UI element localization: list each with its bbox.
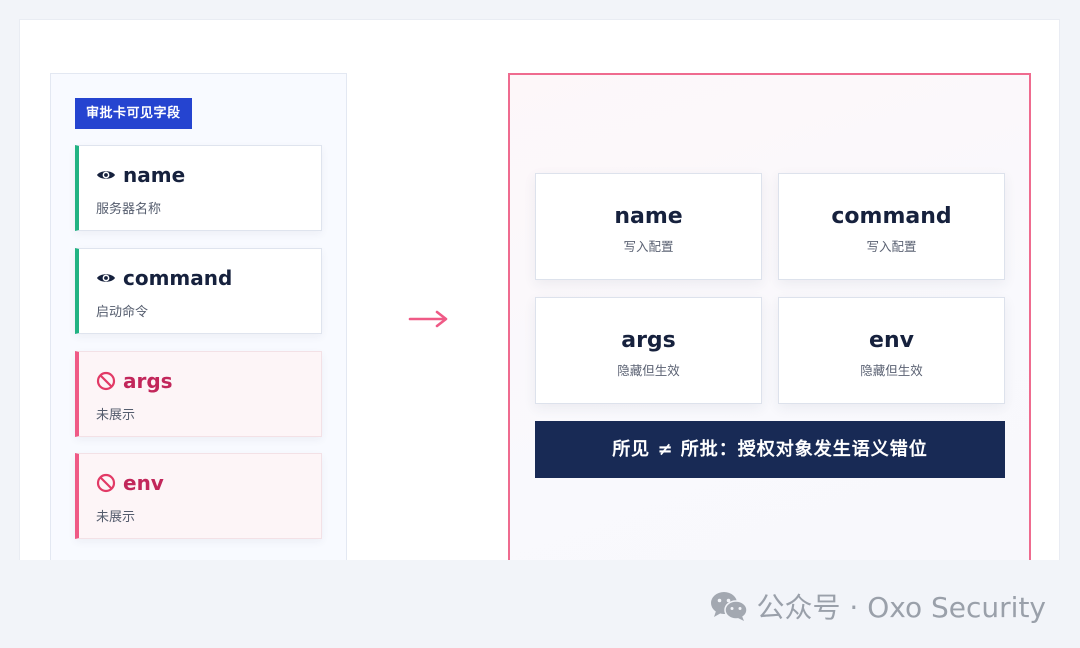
config-card-title: args xyxy=(621,328,676,353)
config-card-sub: 隐藏但生效 xyxy=(617,363,680,378)
field-name-label: name xyxy=(123,163,186,187)
eye-icon xyxy=(97,171,115,179)
config-card-env: env 隐藏但生效 xyxy=(778,297,1005,404)
field-command-label: command xyxy=(123,266,233,290)
config-card-args: args 隐藏但生效 xyxy=(535,297,762,404)
wechat-icon xyxy=(710,592,748,621)
field-card-command: command 启动命令 xyxy=(75,248,322,334)
config-card-sub: 写入配置 xyxy=(623,239,674,254)
diagram-canvas: 审批卡可见字段 name 服务器名称 command xyxy=(19,19,1060,560)
field-env-label: env xyxy=(123,471,164,495)
config-card-sub: 写入配置 xyxy=(866,239,917,254)
watermark: 公众号 · Oxo Security xyxy=(709,586,1046,626)
no-entry-icon xyxy=(96,473,116,493)
approval-card-panel: 审批卡可见字段 name 服务器名称 command xyxy=(50,73,347,560)
right-arrow-icon xyxy=(408,310,448,328)
config-card-title: command xyxy=(831,204,952,229)
approval-card-badge: 审批卡可见字段 xyxy=(75,98,192,129)
conclusion-banner: 所见 ≠ 所批：授权对象发生语义错位 xyxy=(535,421,1005,478)
config-card-command: command 写入配置 xyxy=(778,173,1005,280)
field-card-env: env 未展示 xyxy=(75,453,322,539)
field-card-name: name 服务器名称 xyxy=(75,145,322,231)
watermark-text: 公众号 · Oxo Security xyxy=(756,591,1046,624)
config-card-sub: 隐藏但生效 xyxy=(860,363,923,378)
no-entry-icon xyxy=(96,371,116,391)
config-card-title: env xyxy=(869,328,914,353)
field-card-args: args 未展示 xyxy=(75,351,322,437)
eye-icon xyxy=(97,274,115,282)
field-args-label: args xyxy=(123,369,173,393)
config-card-title: name xyxy=(614,204,683,229)
effective-config-panel: name 写入配置 command 写入配置 args 隐藏但生效 env 隐藏… xyxy=(508,73,1031,560)
field-env-desc: 未展示 xyxy=(96,510,136,525)
field-name-desc: 服务器名称 xyxy=(96,202,162,217)
config-card-name: name 写入配置 xyxy=(535,173,762,280)
field-command-desc: 启动命令 xyxy=(96,305,149,320)
field-args-desc: 未展示 xyxy=(96,408,136,423)
